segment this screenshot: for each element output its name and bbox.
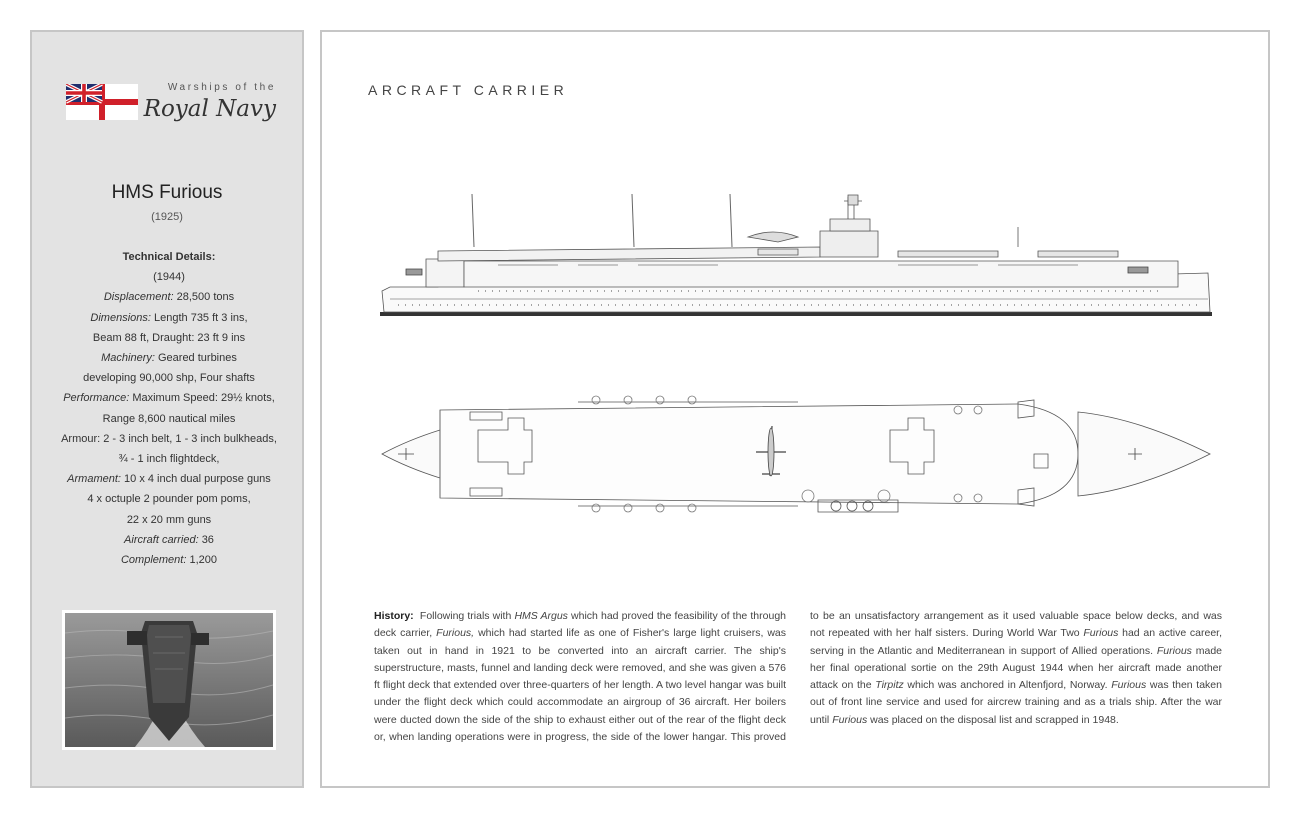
history-text: History: Following trials with HMS Argus… <box>374 610 1223 744</box>
spec-machinery: Machinery: Geared turbines <box>101 352 237 365</box>
spec-performance: Performance: Maximum Speed: 29½ knots, <box>63 392 275 405</box>
spec-dimensions-2: Beam 88 ft, Draught: 23 ft 9 ins <box>92 331 246 344</box>
sidebar: Warships of the Royal Navy HMS Furious (… <box>30 30 304 788</box>
ship-profile-drawing <box>380 193 1212 316</box>
spec-machinery-2: developing 90,000 shp, Four shafts <box>83 372 255 385</box>
history-label: History: <box>374 610 414 622</box>
spec-dimensions: Dimensions: Length 735 ft 3 ins, <box>90 311 248 324</box>
spec-performance-2: Range 8,600 nautical miles <box>102 412 236 425</box>
spec-aircraft: Aircraft carried: 36 <box>124 533 214 546</box>
spec-armament-2: 4 x octuple 2 pounder pom poms, <box>87 493 251 506</box>
brand-title: Royal Navy <box>143 96 276 122</box>
ship-type-title: ARCRAFT CARRIER <box>368 82 569 98</box>
specs-year: (1944) <box>153 271 185 284</box>
specs-heading: Technical Details: <box>122 251 216 263</box>
spec-displacement: Displacement: 28,500 tons <box>103 291 235 304</box>
ship-year: (1925) <box>151 211 183 223</box>
ship-plan-drawing <box>381 395 1211 513</box>
white-ensign-flag-icon <box>66 84 138 120</box>
spec-complement: Complement: 1,200 <box>120 554 217 567</box>
spec-armour: Armour: 2 - 3 inch belt, 1 - 3 inch bulk… <box>61 432 277 445</box>
technical-details: Technical Details: (1944) Displacement: … <box>40 247 298 570</box>
spec-armour-2: ¾ - 1 inch flightdeck, <box>118 453 220 466</box>
spec-armament: Armament: 10 x 4 inch dual purpose guns <box>67 473 271 486</box>
ship-name: HMS Furious <box>111 182 223 203</box>
main-panel: ARCRAFT CARRIER <box>320 30 1270 788</box>
brand-tagline: Warships of the <box>167 82 276 93</box>
ship-photo <box>62 610 276 750</box>
spec-armament-3: 22 x 20 mm guns <box>126 513 212 526</box>
